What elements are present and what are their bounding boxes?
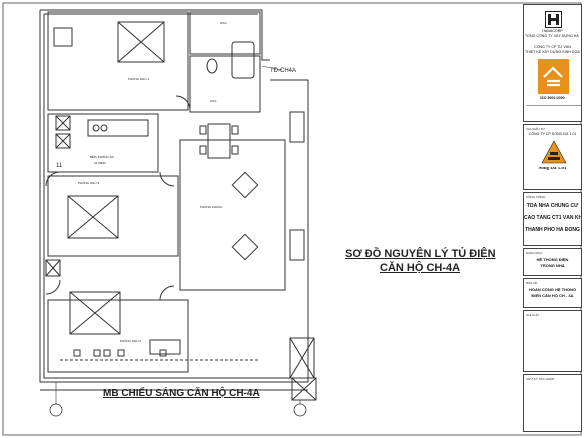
exterior-wall bbox=[39, 9, 309, 383]
notes-label: GHI CHÚ: bbox=[526, 313, 540, 317]
grid-bubble bbox=[49, 403, 63, 417]
item-cell: HẠNG MỤC: HỆ THỐNG ĐIỆN TRONG NHÀ bbox=[523, 248, 582, 276]
desk bbox=[149, 339, 181, 355]
owner-brand: HANACORP bbox=[542, 29, 563, 33]
room-label-bedroom1: PHÒNG NGỦ 1 bbox=[128, 76, 149, 81]
panel-tag: TĐ-CH4A bbox=[270, 68, 296, 74]
bed2 bbox=[67, 195, 119, 239]
door-arc bbox=[45, 171, 61, 187]
owner-cell: HANACORP TỔNG CÔNG TY XÂY DỰNG HÀ NỘI CÔ… bbox=[523, 4, 582, 122]
room-label-kitchen: BẾP+PHÒNG ĂN bbox=[90, 154, 114, 159]
drawing-cell: BẢN VẼ: HOÀN CÔNG HỆ THỐNG ĐIỆN CĂN HỘ C… bbox=[523, 278, 582, 308]
iso-label: ISO 9001:2000 bbox=[540, 96, 565, 100]
sofa bbox=[231, 171, 259, 199]
contractor-name: CÔNG TY CP SÔNG ĐÀ 1.01 bbox=[528, 132, 577, 136]
door-arc bbox=[159, 285, 175, 301]
project-line3: THÀNH PHỐ HÀ ĐÔNG bbox=[525, 227, 580, 233]
drawing-label: BẢN VẼ: bbox=[526, 281, 538, 285]
left-shaft bbox=[55, 115, 71, 131]
contractor-label: CHỦ ĐẦU TƯ: bbox=[526, 127, 546, 131]
drawing-line2: ĐIỆN CĂN HỘ CH - 4A bbox=[531, 294, 574, 298]
grid-bubble bbox=[293, 403, 307, 417]
desk bbox=[53, 27, 73, 47]
wc2-outline bbox=[189, 11, 261, 55]
schematic-title-line2: CĂN HỘ CH-4A bbox=[380, 262, 461, 274]
contractor-cell: CHỦ ĐẦU TƯ: CÔNG TY CP SÔNG ĐÀ 1.01 Song… bbox=[523, 124, 582, 190]
bedroom3-outline bbox=[47, 299, 189, 373]
door-arc bbox=[45, 279, 61, 295]
schematic-title-line1: SƠ ĐỒ NGUYÊN LÝ TỦ ĐIỆN bbox=[345, 248, 496, 260]
bedroom2-outline bbox=[47, 175, 179, 257]
floor-plan bbox=[39, 9, 317, 404]
room-label-bedroom3: PHÒNG NGỦ 3 bbox=[78, 180, 99, 185]
songda-logo bbox=[541, 140, 567, 164]
room-label-bedroom2: PHÒNG NGỦ 2 bbox=[120, 338, 141, 343]
toilet bbox=[206, 58, 218, 74]
plan-title: MB CHIẾU SÁNG CĂN HỘ CH-4A bbox=[103, 388, 260, 399]
owner-fine-print bbox=[526, 105, 581, 118]
bed3 bbox=[69, 291, 121, 335]
living-outline bbox=[179, 139, 286, 291]
item-line1: HỆ THỐNG ĐIỆN bbox=[536, 258, 569, 262]
approval-label: CHỮ KÝ XÁC NHẬN: bbox=[526, 377, 555, 381]
left-shaft bbox=[45, 259, 61, 277]
room-label-living: PHÒNG KHÁCH bbox=[200, 204, 222, 209]
consultant-line2: THIẾT KẾ XÂY DỰNG KINH DOANH NHÀ bbox=[525, 50, 580, 54]
consultant-logo bbox=[538, 59, 569, 94]
contractor-brand: Song Da 1.01 bbox=[538, 167, 567, 171]
room-label-kitchen-area: 22.68M2 bbox=[94, 161, 106, 165]
title-block: HANACORP TỔNG CÔNG TY XÂY DỰNG HÀ NỘI CÔ… bbox=[523, 4, 582, 434]
kitchen-counter bbox=[87, 119, 149, 137]
left-shaft bbox=[55, 133, 71, 149]
bathtub bbox=[231, 41, 255, 79]
project-line1: TOÀ NHÀ CHUNG CƯ bbox=[526, 203, 579, 209]
room-label-wc1: WC1 bbox=[210, 99, 217, 103]
hanacorp-logo bbox=[545, 11, 562, 28]
owner-name: TỔNG CÔNG TY XÂY DỰNG HÀ NỘI bbox=[525, 34, 580, 38]
column bbox=[289, 111, 305, 143]
exterior-wall-inner bbox=[43, 13, 304, 379]
bed1 bbox=[117, 21, 165, 63]
bedroom1-outline bbox=[47, 11, 189, 111]
drawing-line1: HOÀN CÔNG HỆ THỐNG bbox=[528, 288, 577, 292]
dining-table bbox=[207, 123, 231, 159]
project-line2: CAO TẦNG CT1 VĂN KH bbox=[524, 215, 581, 221]
sofa bbox=[231, 233, 259, 261]
door-arc bbox=[175, 95, 191, 111]
project-cell: CÔNG TRÌNH: TOÀ NHÀ CHUNG CƯ CAO TẦNG CT… bbox=[523, 192, 582, 246]
item-label: HẠNG MỤC: bbox=[526, 251, 544, 255]
notes-cell: GHI CHÚ: bbox=[523, 310, 582, 372]
door-arc bbox=[159, 171, 175, 187]
wc1-outline bbox=[189, 55, 261, 113]
number-mark: 11 bbox=[56, 163, 63, 169]
room-label-wc2: WC2 bbox=[220, 21, 227, 25]
approval-cell: CHỮ KÝ XÁC NHẬN: bbox=[523, 374, 582, 432]
column bbox=[289, 229, 305, 261]
project-label: CÔNG TRÌNH: bbox=[526, 195, 546, 199]
item-line2: TRONG NHÀ bbox=[540, 264, 565, 268]
consultant-line1: CÔNG TY CP TƯ VẤN bbox=[534, 45, 571, 49]
shaft bbox=[291, 377, 317, 401]
kitchen-outline bbox=[47, 113, 159, 173]
